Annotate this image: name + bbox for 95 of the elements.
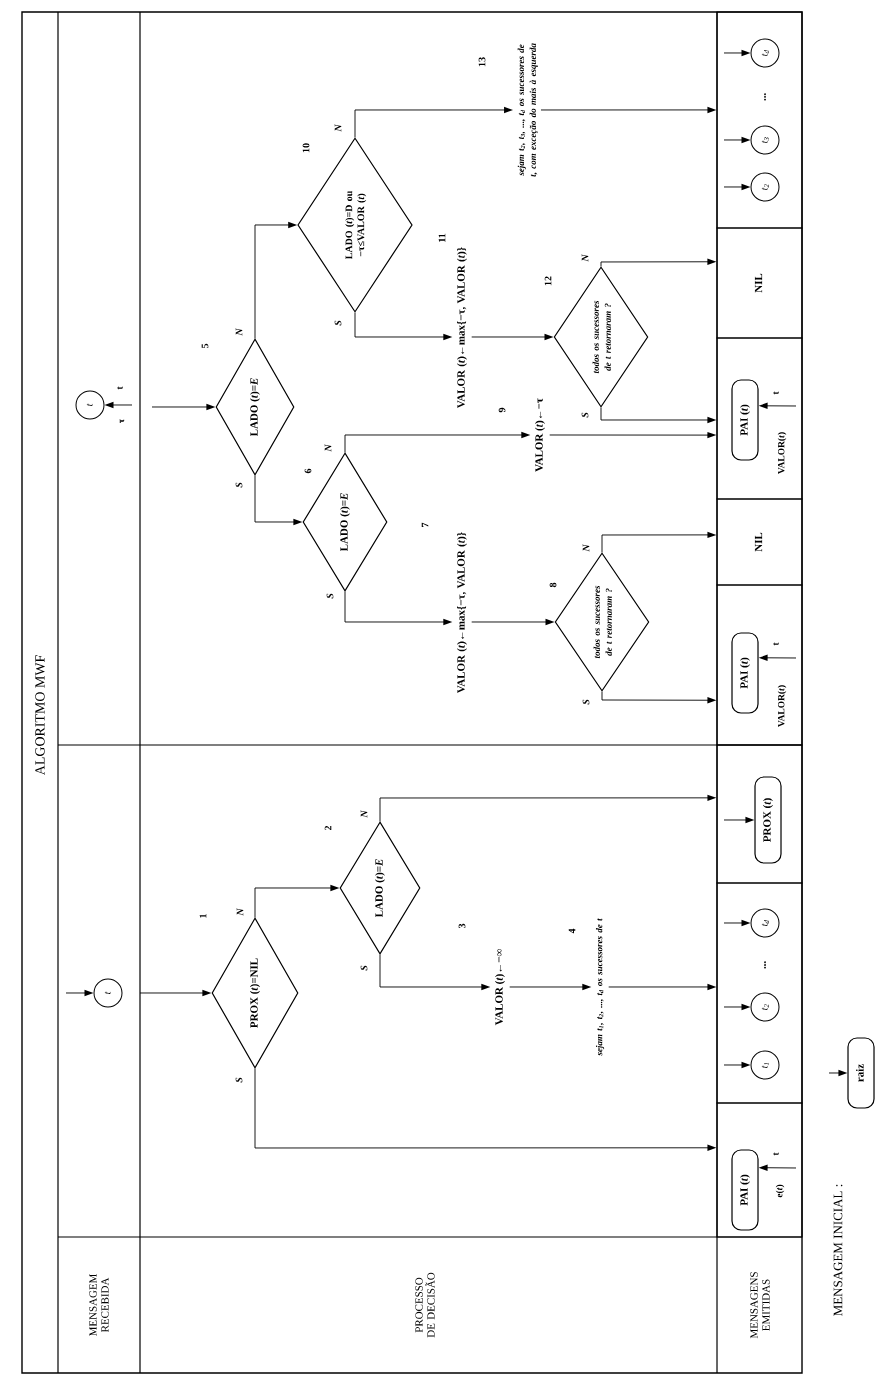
arrow-label: t xyxy=(773,391,779,395)
arrow xyxy=(254,475,303,526)
arrow xyxy=(723,183,751,191)
arrow-label: t xyxy=(773,1152,779,1156)
arrow xyxy=(354,312,453,341)
arrow xyxy=(723,1061,751,1069)
arrow xyxy=(379,794,717,822)
arrow xyxy=(471,333,554,341)
step-number: 10 xyxy=(302,143,310,153)
step-number: 8 xyxy=(549,582,557,588)
arrow xyxy=(723,49,751,57)
arrow xyxy=(344,591,453,626)
arrow xyxy=(151,403,216,411)
arrow xyxy=(600,258,717,267)
step-number: 3 xyxy=(458,923,466,929)
step-number: 9 xyxy=(498,407,506,413)
step-number: 6 xyxy=(304,468,312,474)
arrow xyxy=(828,1069,848,1077)
arrow xyxy=(723,1003,751,1011)
arrow xyxy=(608,983,717,991)
step-number: 2 xyxy=(324,825,332,831)
arrow xyxy=(601,691,717,704)
arrow xyxy=(65,989,94,997)
diagram-title: ALGORITMO MWF xyxy=(35,655,45,776)
row-header: MENSAGENS EMITIDAS xyxy=(750,1272,770,1339)
edge-label: S xyxy=(234,481,244,489)
process-text: sejam t$_{1}$, t$_{2}$, ..., t$_{d}$ os sucessores de t xyxy=(596,918,605,1056)
arrow xyxy=(723,919,751,927)
step-number: 11 xyxy=(438,233,446,242)
step-number: 13 xyxy=(478,57,486,67)
arrow xyxy=(471,618,555,626)
edge-label: N xyxy=(580,253,590,263)
arrow xyxy=(601,531,717,553)
process-text: VALOR (t)←−τ xyxy=(535,398,545,472)
edge-label: N xyxy=(323,443,333,453)
terminal-box: raiz xyxy=(847,1037,875,1109)
arrow xyxy=(723,136,751,144)
arrow xyxy=(379,954,491,991)
terminal-box: PROX (t) xyxy=(754,776,782,864)
edge-label: S xyxy=(359,964,369,972)
terminal-box: PAI (t) xyxy=(731,632,759,714)
table-cell xyxy=(716,744,803,884)
edge-label: S xyxy=(333,319,343,327)
arrow-label: e(t) xyxy=(775,1184,785,1198)
terminal-box: PAI (t) xyxy=(731,1149,759,1231)
arrow xyxy=(549,431,717,439)
process-text: VALOR (t)←max{−τ, VALOR (t)} xyxy=(457,247,467,409)
step-number: 4 xyxy=(568,928,576,934)
arrow xyxy=(600,407,717,424)
arrow xyxy=(254,221,298,339)
edge-label: S xyxy=(234,1076,244,1084)
note-text: MENSAGEM INICIAL : xyxy=(833,1184,843,1316)
ellipsis: ... xyxy=(764,961,766,969)
arrow xyxy=(509,983,592,991)
row-header: MENSAGEM RECEBIDA xyxy=(89,1273,109,1337)
edge-label: S xyxy=(325,592,335,600)
arrow xyxy=(723,816,755,824)
edge-label: N xyxy=(581,543,591,553)
step-number: 7 xyxy=(421,522,429,527)
arrow xyxy=(540,106,717,114)
arrow-label: VALOR(t) xyxy=(777,685,787,727)
ellipsis: ... xyxy=(764,93,766,101)
arrow xyxy=(104,401,133,409)
table-cell xyxy=(716,337,803,500)
arrow xyxy=(254,884,340,918)
arrow-label: t xyxy=(773,642,779,646)
process-text: VALOR (t)←max{−τ, VALOR (t)} xyxy=(457,532,467,694)
arrow-label: VALOR(t) xyxy=(777,432,787,474)
table-cell xyxy=(716,584,803,746)
arrow xyxy=(758,402,797,410)
table-cell xyxy=(716,1102,803,1238)
row-header: PROCESSO DE DECISÃO xyxy=(415,1272,435,1338)
table-cell xyxy=(716,882,803,1104)
process-text: VALOR (t)←−∞ xyxy=(495,949,505,1026)
arrow-label: τ xyxy=(119,418,125,423)
edge-label: N xyxy=(234,327,244,337)
edge-label: N xyxy=(235,907,245,917)
step-number: 12 xyxy=(544,276,552,286)
edge-label: S xyxy=(580,411,590,419)
arrow xyxy=(758,1164,797,1171)
step-number: 5 xyxy=(201,343,209,349)
table-cell: NIL xyxy=(716,498,803,586)
edge-label: N xyxy=(333,123,343,133)
arrow-label: t xyxy=(117,386,123,390)
arrow xyxy=(139,989,212,997)
arrow xyxy=(354,106,514,138)
table-cell: NIL xyxy=(716,227,803,339)
arrow xyxy=(254,1068,717,1151)
step-number: 1 xyxy=(199,914,207,918)
arrow xyxy=(758,654,797,661)
table-cell xyxy=(716,11,803,229)
arrow xyxy=(344,431,531,453)
edge-label: N xyxy=(359,809,369,819)
terminal-box: PAI (t) xyxy=(731,379,759,461)
edge-label: S xyxy=(581,698,591,706)
